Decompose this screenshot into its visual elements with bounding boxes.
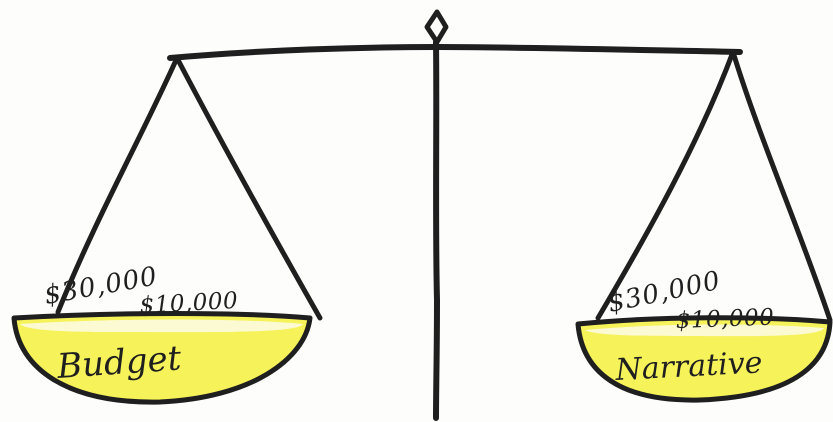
left-amount-bottom: $10,000	[139, 288, 239, 319]
right-pan-string-right	[733, 52, 830, 320]
left-pan-string-right	[177, 58, 320, 318]
right-amount-bottom: $10,000	[675, 305, 774, 334]
scale-finial	[427, 12, 446, 42]
scale-post	[436, 42, 437, 418]
scale-beam	[170, 47, 740, 58]
